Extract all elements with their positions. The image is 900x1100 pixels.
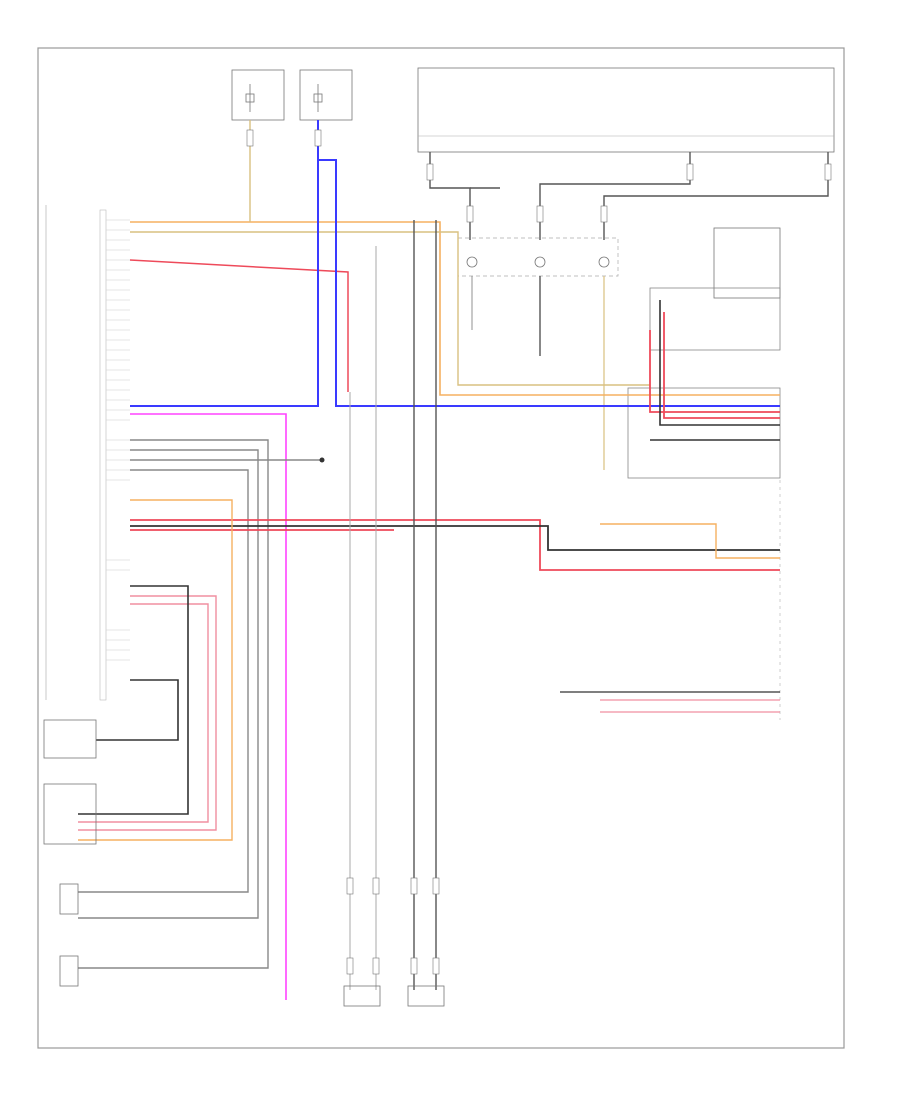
wire-orange-middle	[78, 499, 780, 841]
diagram-frame	[37, 47, 845, 1049]
ground-splice-box	[457, 237, 619, 470]
wire-blue	[130, 120, 780, 407]
right-connector-block	[627, 227, 781, 720]
left-component-boxes	[43, 719, 97, 987]
ground-point	[319, 457, 325, 463]
wire-speaker-verticals	[413, 220, 437, 990]
wire-dark-lower	[78, 585, 189, 815]
wire-dark-right	[650, 300, 780, 441]
top-fuse-box-left	[231, 69, 285, 121]
wire-red-2	[649, 312, 780, 419]
wire-red-middle	[130, 519, 780, 571]
wire-gray-long	[78, 439, 322, 969]
wire-tan-top	[130, 120, 650, 386]
wire-orange-top	[130, 221, 780, 396]
bottom-speakers	[343, 985, 445, 1007]
switch-module	[417, 67, 835, 153]
wire-pink-lower	[78, 595, 217, 831]
left-connector-pins	[106, 219, 130, 661]
wire-right-bottom	[600, 699, 780, 713]
top-fuse-box-right	[299, 69, 353, 121]
harness-trunks	[429, 152, 829, 240]
wire-speaker-verticals-light	[349, 246, 377, 990]
wire-magenta	[130, 413, 287, 1000]
wire-red-1	[129, 259, 349, 392]
radio-module-connector	[45, 205, 107, 701]
wire-dark-middle	[130, 525, 780, 551]
inline-connectors	[246, 129, 832, 975]
